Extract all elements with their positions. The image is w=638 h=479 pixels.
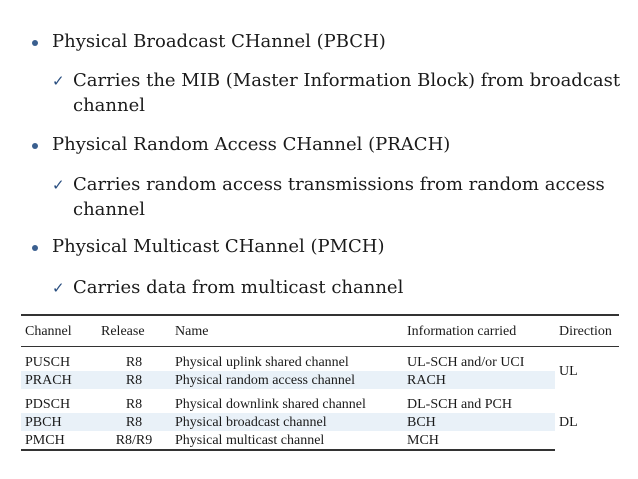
table-header-row: Channel Release Name Information carried… — [21, 314, 619, 347]
cell-name: Physical random access channel — [171, 371, 403, 389]
cell-release: R8 — [125, 354, 143, 370]
checkmark-icon: ✓ — [52, 279, 65, 297]
bullet-dot-icon — [32, 143, 38, 149]
table-row: PBCH R8 Physical broadcast channel BCH — [21, 413, 619, 431]
cell-channel: PBCH — [21, 413, 97, 431]
sub-bullet-text: Carries data from multicast channel — [73, 277, 404, 298]
cell-release: R8/R9 — [97, 431, 171, 451]
checkmark-icon: ✓ — [52, 176, 65, 194]
header-name: Name — [171, 314, 403, 347]
cell-channel: PUSCH — [25, 354, 71, 370]
bullet-dot-icon — [32, 40, 38, 46]
sub-bullet-text: Carries random access transmissions from… — [73, 174, 605, 220]
cell-channel: PRACH — [21, 371, 97, 389]
cell-name: Physical multicast channel — [171, 431, 403, 451]
header-direction: Direction — [555, 314, 619, 347]
cell-name: Physical uplink shared channel — [175, 354, 349, 370]
bullet-title: Physical Multicast CHannel (PMCH) — [52, 236, 385, 257]
sub-bullet-text: Carries the MIB (Master Information Bloc… — [73, 70, 621, 116]
table-row: PDSCH R8 Physical downlink shared channe… — [21, 395, 619, 431]
cell-name: Physical downlink shared channel — [175, 396, 366, 412]
cell-release: R8 — [97, 371, 171, 389]
cell-information: BCH — [403, 413, 555, 431]
cell-information: UL-SCH and/or UCI — [407, 354, 525, 370]
cell-channel: PDSCH — [25, 396, 71, 412]
bullet-title: Physical Random Access CHannel (PRACH) — [52, 134, 451, 155]
cell-direction-ul: UL — [559, 363, 578, 379]
checkmark-icon: ✓ — [52, 72, 65, 90]
header-information: Information carried — [403, 314, 555, 347]
cell-release: R8 — [125, 396, 143, 412]
table-row: PRACH R8 Physical random access channel … — [21, 371, 619, 389]
header-release: Release — [97, 314, 171, 347]
cell-information: RACH — [403, 371, 555, 389]
channel-table: Channel Release Name Information carried… — [21, 314, 619, 451]
table-row: PUSCH R8 Physical uplink shared channel … — [21, 347, 619, 379]
table-row: PMCH R8/R9 Physical multicast channel MC… — [21, 431, 619, 451]
cell-information: MCH — [403, 431, 555, 451]
bullet-title: Physical Broadcast CHannel (PBCH) — [52, 31, 386, 52]
cell-channel: PMCH — [21, 431, 97, 451]
bullet-dot-icon — [32, 245, 38, 251]
cell-release: R8 — [97, 413, 171, 431]
header-channel: Channel — [21, 314, 97, 347]
cell-direction-dl: DL — [559, 415, 578, 430]
cell-information: DL-SCH and PCH — [407, 396, 513, 412]
cell-name: Physical broadcast channel — [171, 413, 403, 431]
